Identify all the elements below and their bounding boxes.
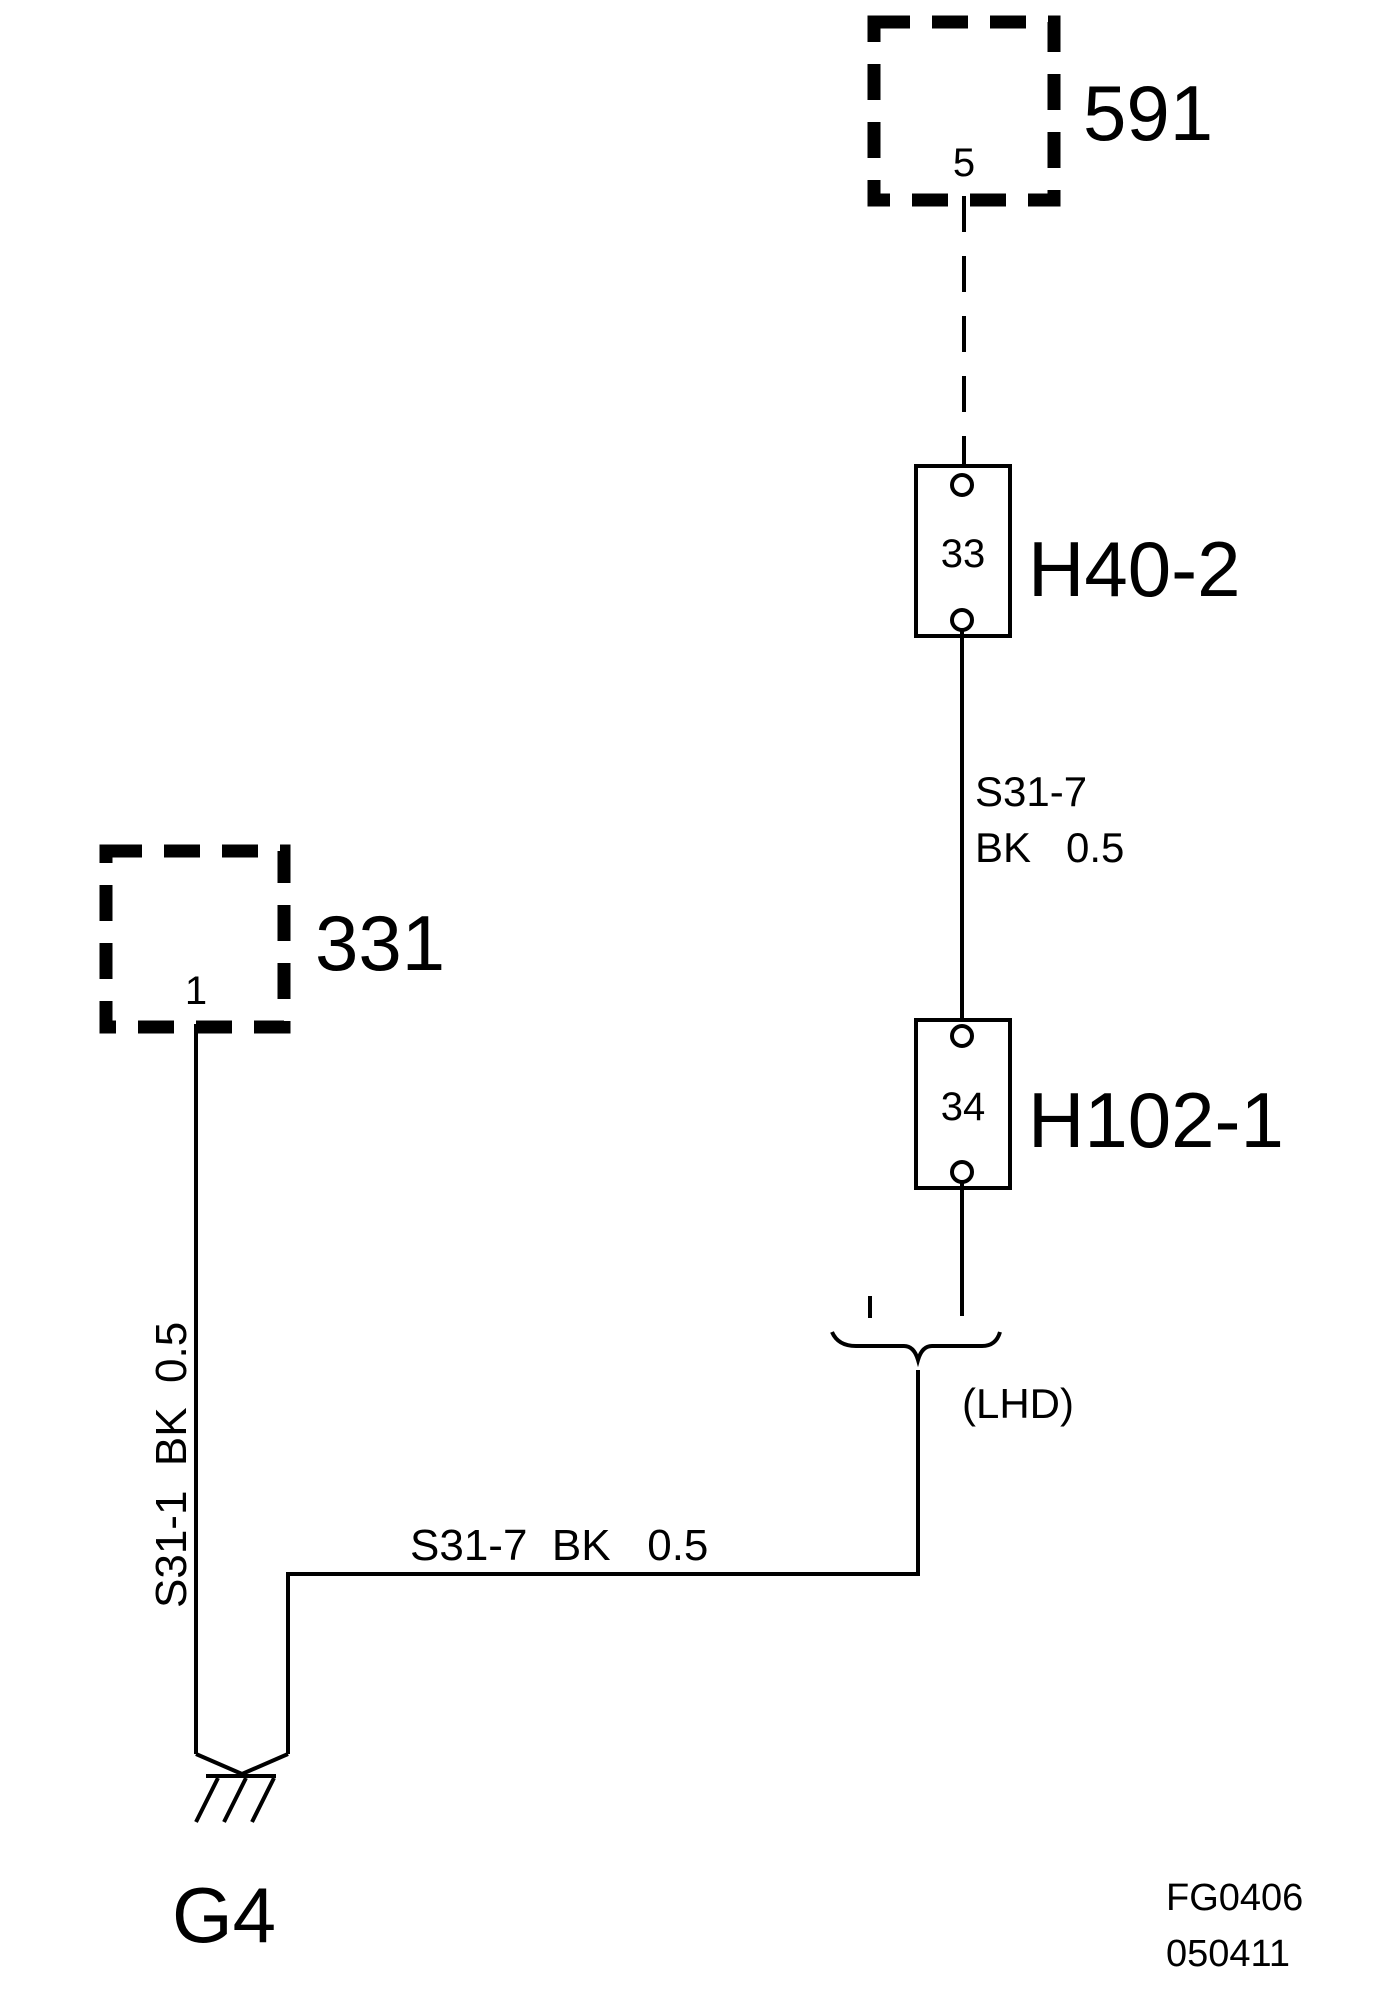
wire-s31-7-horizontal-label: S31-7 BK 0.5 — [410, 1521, 708, 1570]
wire-s31-7-spec: BK 0.5 — [975, 824, 1124, 871]
connector-h40-2-pin: 33 — [941, 532, 986, 576]
ground-hatch-3 — [250, 1777, 276, 1823]
wire-s31-1-label: S31-1 BK 0.5 — [147, 1322, 196, 1608]
component-591-label: 591 — [1083, 69, 1213, 157]
connector-h102-1-terminal-bottom — [950, 1160, 974, 1184]
figure-code: FG0406 — [1166, 1877, 1303, 1919]
ground-label: G4 — [172, 1871, 276, 1959]
connector-h40-2-label: H40-2 — [1028, 525, 1240, 613]
ground-hatch-1 — [194, 1777, 220, 1823]
ground-wire-left — [195, 1752, 243, 1776]
component-591-box — [867, 15, 1061, 207]
connector-h40-2: 33 H40-2 — [914, 464, 1240, 638]
variant-label: (LHD) — [962, 1380, 1074, 1427]
wire-s31-7-lower — [286, 1370, 920, 1754]
component-331-pin: 1 — [185, 969, 207, 1013]
ground-g4: G4 — [172, 1752, 289, 1959]
ground-wire-right — [241, 1752, 289, 1776]
component-591-pin: 5 — [953, 141, 975, 185]
figure-date: 050411 — [1166, 1933, 1290, 1975]
connector-h40-2-terminal-bottom — [950, 608, 974, 632]
component-331-label: 331 — [315, 899, 445, 987]
connector-h102-1: 34 H102-1 — [914, 1018, 1284, 1190]
ground-hatch-2 — [222, 1777, 248, 1823]
wire-s31-7-code: S31-7 — [975, 768, 1087, 815]
component-331: 1 331 — [99, 844, 445, 1034]
connector-h102-1-label: H102-1 — [1028, 1076, 1284, 1164]
connector-h102-1-terminal-top — [950, 1024, 974, 1048]
component-591: 5 591 — [867, 15, 1213, 207]
connector-h102-1-pin: 34 — [941, 1085, 986, 1129]
component-331-box — [99, 844, 291, 1034]
variant-brace — [830, 1331, 1002, 1368]
connector-h40-2-terminal-top — [950, 473, 974, 497]
